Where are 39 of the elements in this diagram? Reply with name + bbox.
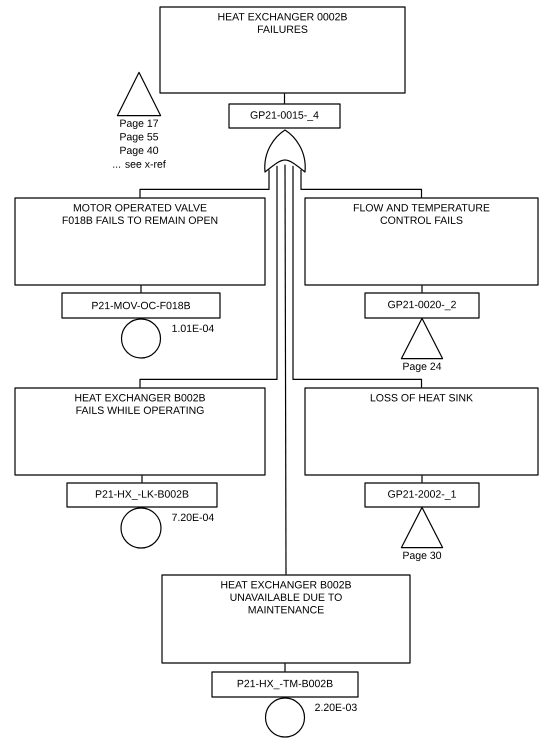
event-id-box: P21-MOV-OC-F018B	[61, 292, 221, 319]
basic-event-circle	[264, 697, 306, 738]
transfer-triangle	[116, 72, 162, 116]
page-reference: Page 17	[120, 120, 158, 129]
transfer-triangle	[400, 318, 444, 360]
event-box: FLOW AND TEMPERATURE CONTROL FAILS	[304, 197, 539, 286]
event-box: LOSS OF HEAT SINK	[304, 387, 539, 476]
event-id-box: GP21-2002-_1	[364, 482, 480, 508]
probability-label: 1.01E-04	[172, 324, 214, 332]
event-id-box: P21-HX_-LK-B002B	[66, 482, 218, 508]
probability-label: 7.20E-04	[172, 514, 214, 522]
connector-line	[141, 476, 143, 482]
page-reference: ... see x-ref	[113, 160, 166, 168]
basic-event-circle	[120, 318, 162, 359]
page-reference: Page 24	[403, 362, 442, 372]
connector-line	[139, 170, 270, 198]
event-id-box: GP21-0015-_4	[228, 103, 341, 129]
page-reference: Page 55	[120, 133, 158, 142]
connector-line	[292, 166, 422, 388]
connector-line	[284, 164, 287, 574]
or-gate-symbol	[264, 129, 306, 173]
event-id-box: P21-HX_-TM-B002B	[211, 671, 359, 698]
transfer-triangle	[400, 506, 444, 548]
connector-line	[139, 166, 278, 388]
event-box: HEAT EXCHANGER B002B UNAVAILABLE DUE TO MAINTENANCE	[161, 574, 411, 664]
basic-event-circle	[120, 507, 162, 549]
event-box: HEAT EXCHANGER B002B FAILS WHILE OPERATING	[14, 387, 266, 476]
connector-line	[421, 286, 423, 292]
page-reference: Page 30	[403, 552, 442, 562]
connector-line	[284, 664, 286, 672]
page-reference: Page 40	[120, 146, 158, 156]
connector-line	[300, 170, 422, 198]
event-id-box: GP21-0020-_2	[364, 292, 480, 319]
connector-line	[284, 94, 286, 104]
connector-line	[421, 476, 423, 482]
probability-label: 2.20E-03	[315, 704, 357, 712]
event-box: HEAT EXCHANGER 0002B FAILURES	[159, 6, 406, 94]
event-box: MOTOR OPERATED VALVE F018B FAILS TO REMAIN OPEN	[14, 197, 266, 286]
connector-line	[140, 286, 142, 292]
